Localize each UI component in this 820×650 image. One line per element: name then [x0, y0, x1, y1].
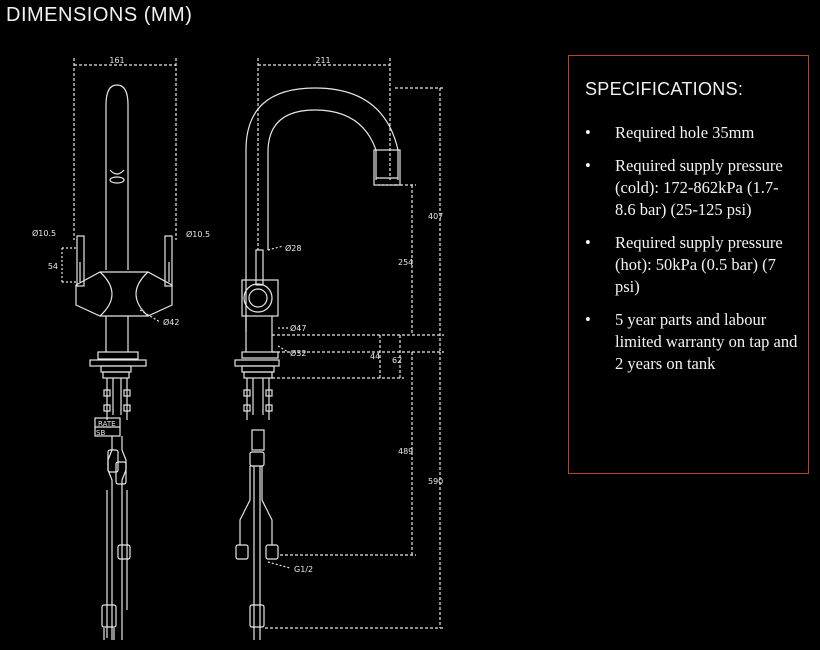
bullet-icon: • — [585, 233, 591, 252]
spec-item-cold-pressure: • Required supply pressure (cold): 172-86… — [585, 155, 799, 221]
side-base-height-label: 44 — [370, 352, 380, 361]
side-thread-label: G1/2 — [294, 565, 313, 574]
spec-item-text: Required supply pressure (hot): 50kPa (0… — [615, 233, 783, 296]
spec-item-hole: • Required hole 35mm — [585, 122, 799, 144]
side-handle-diameter-label: Ø28 — [285, 243, 301, 253]
specifications-panel: SPECIFICATIONS: • Required hole 35mm • Req… — [568, 55, 809, 474]
spec-item-text: Required supply pressure (cold): 172-862… — [615, 156, 783, 219]
front-handle-height-label: 54 — [48, 262, 58, 271]
side-base-diameter-label: Ø32 — [290, 348, 306, 358]
page-title: DIMENSIONS (MM) — [6, 4, 193, 26]
side-body-diameter-label: Ø47 — [290, 323, 306, 333]
side-spout-height-label: 254 — [398, 258, 413, 267]
spec-item-hot-pressure: • Required supply pressure (hot): 50kPa (… — [585, 232, 799, 298]
bullet-icon: • — [585, 310, 591, 329]
side-total-height-label: 407 — [428, 212, 443, 221]
bullet-icon: • — [585, 156, 591, 175]
side-hose-length-label: 489 — [398, 447, 413, 456]
spec-item-text: Required hole 35mm — [615, 123, 755, 142]
side-reach-label: 211 — [315, 56, 330, 65]
spec-item-warranty: • 5 year parts and labour limited warrant… — [585, 309, 799, 375]
front-right-diameter-label: Ø10.5 — [186, 229, 210, 239]
front-left-diameter-label: Ø10.5 — [32, 228, 56, 238]
front-width-label: 161 — [109, 56, 124, 65]
specifications-heading: SPECIFICATIONS: — [585, 79, 744, 99]
hose-tag-rate: RATE — [98, 420, 116, 428]
front-body-diameter-label: Ø42 — [163, 317, 179, 327]
side-view-outline — [234, 58, 444, 640]
side-mount-height-label: 62 — [392, 356, 402, 365]
hose-tag-sb: SB — [96, 429, 105, 437]
spec-item-text: 5 year parts and labour limited warranty… — [615, 310, 798, 373]
specifications-list: • Required hole 35mm • Required supply pre… — [585, 122, 799, 386]
bullet-icon: • — [585, 123, 591, 142]
side-overall-below-label: 590 — [428, 477, 443, 486]
front-view-outline — [61, 58, 177, 640]
